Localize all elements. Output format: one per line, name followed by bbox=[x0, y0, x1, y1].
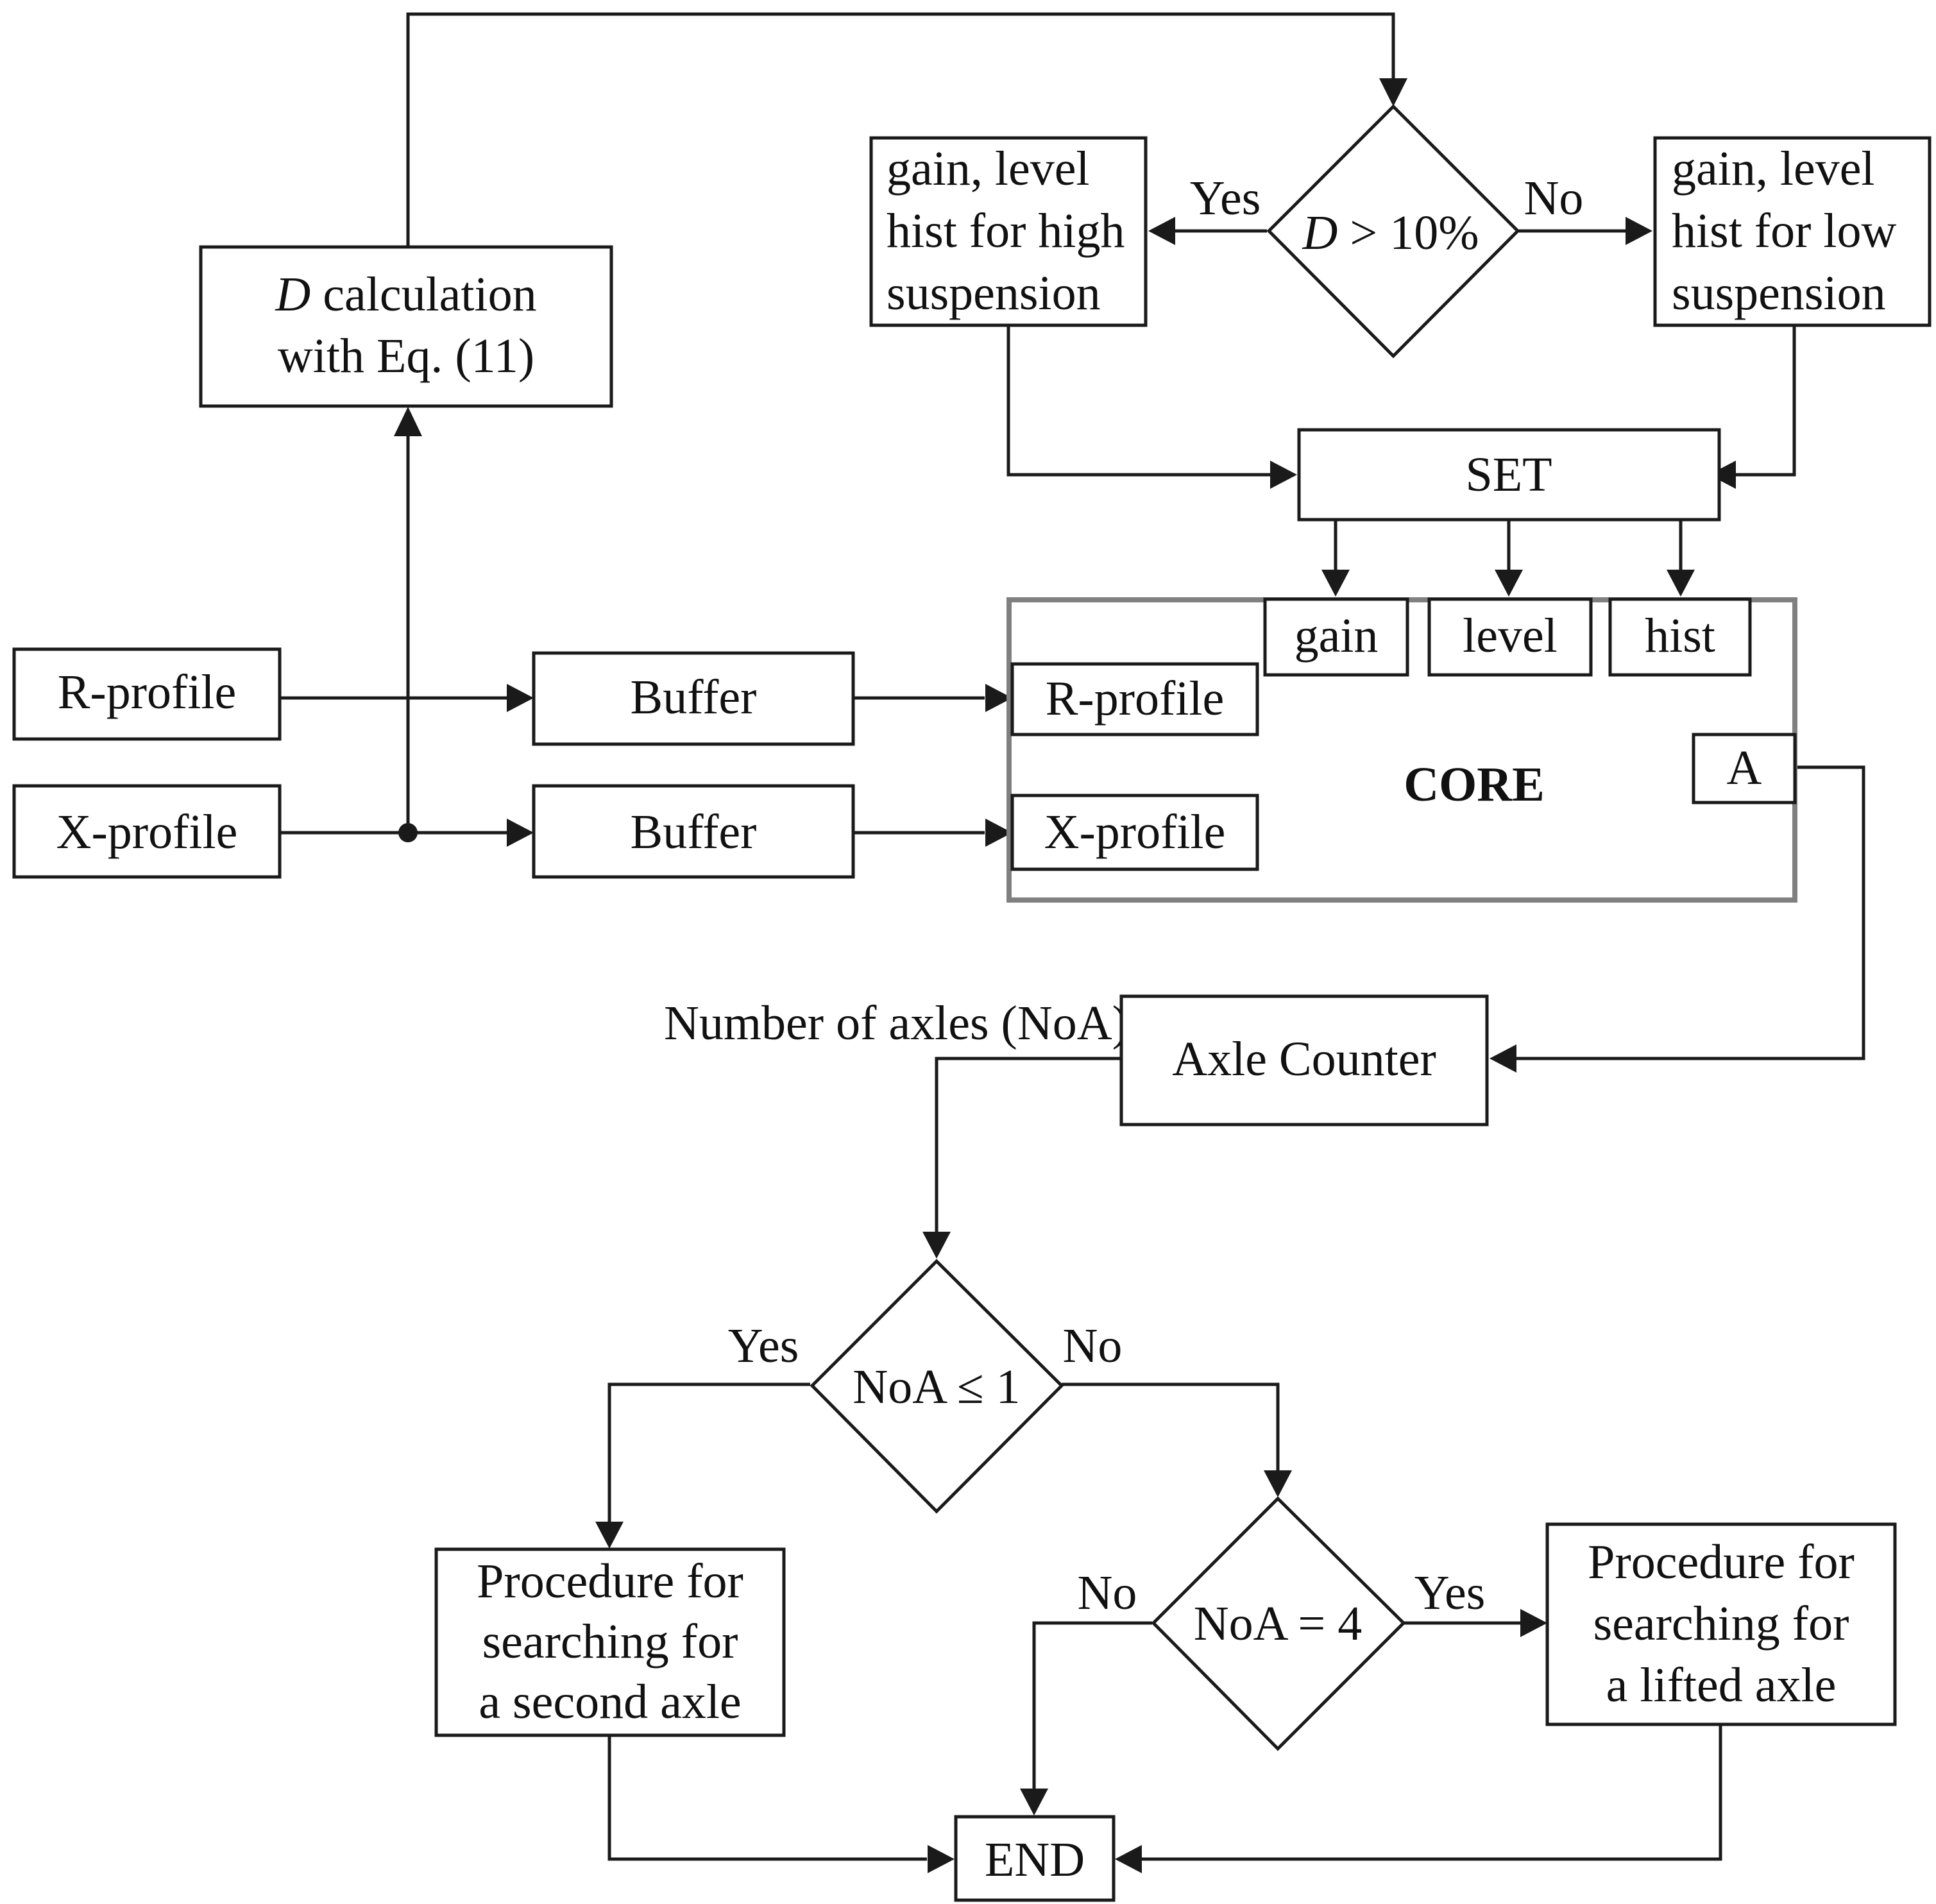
procedure-lifted-axle-box: Procedure for searching for a lifted axl… bbox=[1545, 1522, 1897, 1726]
arrowhead-low-suspension bbox=[1626, 217, 1652, 245]
arrowhead-noa4 bbox=[1264, 1470, 1292, 1497]
noa-le-1-text: NoA ≤ 1 bbox=[853, 1360, 1020, 1414]
core-x-profile-box bbox=[1010, 794, 1259, 871]
axle-counter-box: Axle Counter bbox=[1119, 994, 1489, 1126]
procedure-second-line1: Procedure for bbox=[477, 1554, 743, 1608]
set-label: SET bbox=[1465, 448, 1552, 502]
r-profile-input: R-profile bbox=[12, 647, 282, 741]
arrowhead-dcalc bbox=[394, 407, 422, 436]
core-x-profile-label: X-profile bbox=[1044, 805, 1226, 859]
set-box: SET bbox=[1297, 428, 1721, 522]
connector-second-to-end bbox=[607, 1736, 927, 1861]
arrowhead-threshold-in bbox=[1379, 78, 1407, 106]
hist-box bbox=[1608, 597, 1752, 677]
hist-label: hist bbox=[1645, 609, 1715, 663]
end-box: END bbox=[954, 1815, 1116, 1902]
noa-output-label: Number of axles (NoA) bbox=[664, 996, 1128, 1050]
end-label: END bbox=[985, 1833, 1085, 1887]
arrowhead-hist bbox=[1667, 570, 1695, 597]
procedure-second-line2: searching for bbox=[482, 1615, 738, 1669]
axle-counter-label: Axle Counter bbox=[1172, 1032, 1436, 1086]
core-a-label: A bbox=[1727, 741, 1762, 795]
d-calculation-line2: with Eq. (11) bbox=[278, 329, 534, 383]
arrowhead-end-right bbox=[1115, 1845, 1142, 1873]
arrowhead-set-left bbox=[1270, 461, 1297, 489]
x-profile-input-label: X-profile bbox=[56, 805, 238, 859]
buffer-x: Buffer bbox=[532, 784, 855, 879]
connector-dcalc-to-threshold bbox=[406, 12, 1395, 247]
low-suspension-line3: suspension bbox=[1672, 266, 1886, 320]
connector-noa4-no-to-end bbox=[1032, 1621, 1152, 1790]
r-profile-input-label: R-profile bbox=[58, 665, 237, 719]
gain-label: gain bbox=[1295, 609, 1379, 663]
procedure-lifted-line3: a lifted axle bbox=[1606, 1658, 1837, 1712]
yes-label-noa4: Yes bbox=[1414, 1566, 1486, 1620]
arrowhead-end-left bbox=[928, 1845, 955, 1873]
connector-a-to-axle-counter bbox=[1515, 765, 1865, 1060]
threshold-decision: D > 10% bbox=[1266, 104, 1520, 359]
noa-eq-4-text: NoA = 4 bbox=[1194, 1597, 1362, 1651]
connector-noa1-no-to-noa4 bbox=[1062, 1382, 1280, 1472]
core-label: CORE bbox=[1404, 758, 1545, 812]
no-label-threshold: No bbox=[1524, 171, 1584, 225]
no-label-noa1: No bbox=[1063, 1319, 1123, 1373]
noa-eq-4-decision: NoA = 4 bbox=[1151, 1496, 1406, 1751]
yes-label-noa1: Yes bbox=[728, 1319, 799, 1373]
arrowhead-axle-counter bbox=[1490, 1044, 1516, 1073]
low-suspension-line1: gain, level bbox=[1672, 142, 1875, 196]
high-suspension-line3: suspension bbox=[887, 266, 1101, 320]
procedure-lifted-line1: Procedure for bbox=[1588, 1535, 1855, 1589]
core-r-profile-label: R-profile bbox=[1046, 672, 1225, 726]
low-suspension-box: gain, level hist for low suspension bbox=[1653, 136, 1932, 327]
d-calculation-box: D calculation with Eq. (11) bbox=[199, 245, 613, 408]
x-profile-input: X-profile bbox=[12, 784, 282, 879]
arrowhead-set-right bbox=[1709, 461, 1736, 489]
procedure-lifted-line2: searching for bbox=[1593, 1597, 1849, 1651]
yes-label-threshold: Yes bbox=[1190, 171, 1261, 225]
buffer-r: Buffer bbox=[532, 651, 855, 746]
threshold-decision-text: D > 10% bbox=[1302, 206, 1479, 260]
procedure-second-axle-box: Procedure for searching for a second axl… bbox=[434, 1547, 786, 1737]
arrowhead-end-top bbox=[1020, 1789, 1048, 1815]
arrowhead-proc-second bbox=[595, 1522, 624, 1549]
core-r-profile-box bbox=[1010, 662, 1259, 736]
level-label: level bbox=[1463, 609, 1558, 663]
connector-axle-counter-to-noa1 bbox=[935, 1057, 1121, 1233]
arrowhead-core-r bbox=[985, 684, 1012, 712]
connector-lifted-to-end bbox=[1141, 1724, 1722, 1861]
buffer-x-label: Buffer bbox=[631, 805, 757, 859]
junction-dot bbox=[398, 823, 418, 842]
no-label-noa4: No bbox=[1078, 1566, 1137, 1620]
connectors bbox=[280, 12, 1865, 1873]
procedure-second-line3: a second axle bbox=[479, 1675, 741, 1729]
d-calculation-line1: D calculation bbox=[275, 268, 536, 321]
connector-noa1-yes-to-second bbox=[607, 1382, 810, 1524]
connector-low-to-set bbox=[1732, 326, 1796, 477]
high-suspension-line1: gain, level bbox=[887, 142, 1090, 196]
level-box bbox=[1427, 597, 1593, 677]
gain-box bbox=[1263, 597, 1409, 677]
buffer-r-label: Buffer bbox=[631, 670, 757, 724]
arrowhead-proc-lifted bbox=[1520, 1609, 1547, 1637]
core-block: CORE gain level hist R-profile X-profile… bbox=[1006, 597, 1797, 903]
arrowhead-noa1 bbox=[922, 1232, 951, 1259]
connector-high-to-set bbox=[1006, 326, 1270, 477]
low-suspension-line2: hist for low bbox=[1672, 204, 1897, 258]
arrowhead-level bbox=[1495, 570, 1523, 597]
core-a-box bbox=[1692, 733, 1797, 804]
arrowhead-high-suspension bbox=[1148, 217, 1175, 245]
high-suspension-line2: hist for high bbox=[887, 204, 1125, 258]
arrowhead-buffer-r bbox=[507, 684, 534, 712]
arrowhead-buffer-x bbox=[507, 819, 534, 847]
arrowhead-gain bbox=[1321, 570, 1350, 597]
noa-le-1-decision: NoA ≤ 1 bbox=[810, 1259, 1064, 1514]
arrowhead-core-x bbox=[985, 819, 1012, 847]
high-suspension-box: gain, level hist for high suspension bbox=[869, 136, 1148, 327]
